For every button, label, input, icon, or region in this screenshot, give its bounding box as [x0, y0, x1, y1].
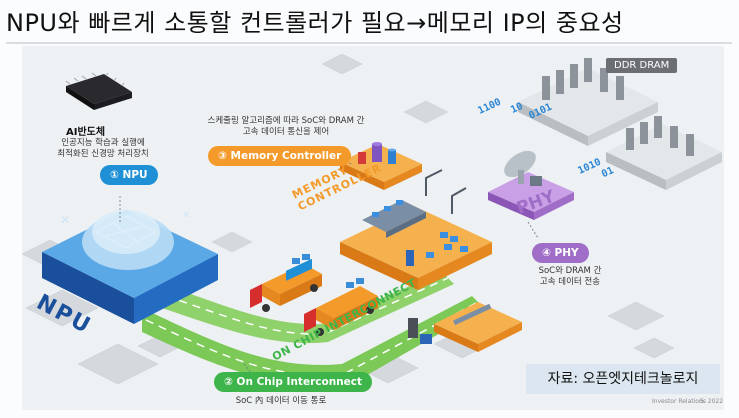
source-caption: 자료: 오픈엣지테크놀로지 — [526, 364, 720, 394]
ai-chip — [65, 72, 132, 110]
phy-desc-line: 고속 데이터 전송 — [539, 277, 601, 287]
npu-block: ✕ ✕ — [42, 210, 218, 324]
decorative-cubes — [22, 53, 675, 385]
footer-text: Investor Relations 2022 — [652, 398, 724, 405]
ai-chip-description: 인공지능 학습과 실행에 최적화된 신경망 처리장치 — [48, 138, 158, 160]
phy-block — [488, 150, 574, 220]
memory-controller-description: 스케줄링 알고리즘에 따라 SoC와 DRAM 간 고속 데이터 통신을 제어 — [196, 116, 376, 138]
memory-controller-block — [340, 169, 492, 290]
memory-controller-pill: ③ Memory Controller — [208, 146, 352, 166]
phy-description: SoC와 DRAM 간 고속 데이터 전송 — [520, 266, 620, 288]
dram-label: DDR DRAM — [606, 58, 678, 73]
interconnect-description: SoC 內 데이터 이동 통로 — [235, 396, 327, 406]
interconnect-pill: ② On Chip Interconnect — [214, 372, 373, 392]
mc-desc-line: 스케줄링 알고리즘에 따라 SoC와 DRAM 간 — [207, 116, 365, 126]
phy-pill-label: PHY — [554, 247, 579, 259]
ai-chip-desc-line: 최적화된 신경망 처리장치 — [57, 149, 149, 159]
mc-pill-label: Memory Controller — [230, 150, 342, 162]
svg-text:✕: ✕ — [60, 213, 70, 227]
ai-chip-desc-line: 인공지능 학습과 실행에 — [61, 138, 145, 148]
interconnect-pill-label: On Chip Interconnect — [236, 376, 363, 388]
mc-desc-line: 고속 데이터 통신을 제어 — [242, 127, 330, 137]
memory-controller-top — [340, 142, 422, 190]
conveyor-block — [408, 302, 522, 352]
npu-pill: ① NPU — [100, 165, 158, 185]
npu-pill-label: NPU — [122, 169, 148, 181]
mc-number: ③ — [218, 150, 227, 162]
svg-text:✕: ✕ — [182, 210, 190, 221]
phy-number: ④ — [542, 247, 551, 259]
footer-page: 5 — [700, 398, 704, 405]
dram-servers — [518, 58, 722, 190]
ai-chip-label: AI반도체 — [66, 127, 106, 138]
slide-title: NPU와 빠르게 소통할 컨트롤러가 필요→메모리 IP의 중요성 — [6, 4, 732, 44]
data-trucks — [250, 254, 378, 336]
diagram-illustration: ✕ ✕ — [22, 53, 722, 387]
interconnect-road — [142, 272, 484, 387]
npu-number: ① — [110, 169, 119, 181]
interconnect-number: ② — [224, 376, 233, 388]
phy-desc-line: SoC와 DRAM 간 — [538, 266, 602, 276]
phy-pill: ④ PHY — [532, 243, 589, 263]
